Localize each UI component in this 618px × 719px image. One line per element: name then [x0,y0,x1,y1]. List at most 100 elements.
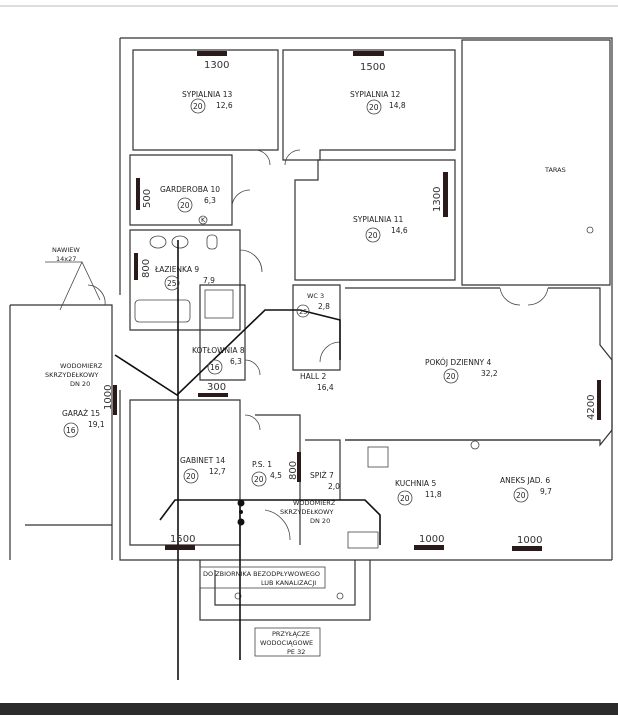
svg-text:GARDEROBA 10: GARDEROBA 10 [160,185,220,194]
dim-label: 4200 [586,395,597,420]
svg-text:KUCHNIA 5: KUCHNIA 5 [395,479,436,488]
radiator [597,380,601,420]
annotations: NAWIEW 14x27 WODOMIERZ SKRZYDEŁKOWY DN 2… [45,246,336,657]
radiator [197,51,227,56]
radiator [198,393,228,397]
room-hall-2: HALL 216,4 [300,372,334,392]
dim-label: 1000 [103,385,114,410]
dim-label: 1500 [170,534,195,545]
dim-label: 1300 [432,187,443,212]
room-gabinet-14: GABINET 14 12,7 20 [180,456,226,484]
svg-text:ŁAZIENKA 9: ŁAZIENKA 9 [154,265,199,274]
svg-text:GARAŻ 15: GARAŻ 15 [62,409,100,418]
svg-text:7,9: 7,9 [203,276,215,285]
svg-text:16,4: 16,4 [317,383,334,392]
svg-text:4,5: 4,5 [270,471,282,480]
svg-text:20: 20 [254,475,264,484]
dim-label: 1000 [419,534,444,545]
svg-text:14x27: 14x27 [56,255,76,263]
radiator [443,172,448,217]
svg-text:6,3: 6,3 [204,196,216,205]
room-lazienka-9: ŁAZIENKA 9 7,9 25 [154,265,215,291]
room-kotlownia-8: KOTŁOWNIA 8 6,3 16 [192,346,245,375]
svg-text:32,2: 32,2 [481,369,498,378]
svg-text:19,1: 19,1 [88,420,105,429]
svg-text:14,8: 14,8 [389,101,406,110]
svg-text:SKRZYDEŁKOWY: SKRZYDEŁKOWY [280,508,334,516]
room-kuchnia-5: KUCHNIA 5 11,8 20 [395,479,442,506]
svg-text:LUB KANALIZACJI: LUB KANALIZACJI [261,579,316,587]
svg-text:9,7: 9,7 [540,487,552,496]
svg-text:PRZYŁĄCZE: PRZYŁĄCZE [272,630,310,638]
svg-text:WODOCIĄGOWE: WODOCIĄGOWE [260,639,313,647]
svg-text:POKÓJ DZIENNY 4: POKÓJ DZIENNY 4 [425,358,492,367]
svg-text:DN 20: DN 20 [310,517,330,525]
svg-text:14,6: 14,6 [391,226,408,235]
walls [9,37,613,621]
svg-text:12,6: 12,6 [216,101,233,110]
svg-text:SPIŻ 7: SPIŻ 7 [310,471,334,480]
room-ps-1: P.S. 1 4,5 20 [251,460,282,487]
room-spiz-7: SPIŻ 7 2,0 [310,471,340,491]
radiator [165,545,195,550]
dim-label: 1000 [517,535,542,546]
svg-text:WODOMIERZ: WODOMIERZ [60,362,103,370]
svg-text:16: 16 [66,426,76,435]
dim-label: 800 [141,259,152,278]
svg-text:25: 25 [299,308,307,316]
svg-text:20: 20 [369,103,379,112]
svg-text:16: 16 [210,363,220,372]
room-pokoj-dzienny-4: POKÓJ DZIENNY 4 32,2 20 [425,358,498,384]
svg-text:2,0: 2,0 [328,482,340,491]
svg-text:20: 20 [446,372,456,381]
svg-text:K: K [201,216,206,224]
svg-text:12,7: 12,7 [209,467,226,476]
svg-text:20: 20 [186,472,196,481]
room-aneks-jad-6: ANEKS JAD. 6 9,7 20 [500,476,552,503]
svg-text:25: 25 [167,279,177,288]
svg-text:WODOMIERZ: WODOMIERZ [293,499,336,507]
svg-text:2,8: 2,8 [318,302,330,311]
svg-text:11,8: 11,8 [425,490,442,499]
radiator [512,546,542,551]
svg-text:SYPIALNIA 11: SYPIALNIA 11 [353,215,404,224]
svg-text:NAWIEW: NAWIEW [52,246,80,254]
svg-text:SYPIALNIA 13: SYPIALNIA 13 [182,90,233,99]
room-garaz-15: GARAŻ 15 19,1 16 [62,409,105,438]
radiator [353,51,384,56]
radiator [297,452,301,482]
svg-text:WC 3: WC 3 [307,292,324,300]
svg-text:P.S. 1: P.S. 1 [252,460,272,469]
radiator [113,385,117,415]
svg-text:DN 20: DN 20 [70,380,90,388]
scan-edge-bottom [0,703,618,715]
svg-text:SKRZYDEŁKOWY: SKRZYDEŁKOWY [45,371,99,379]
room-sypialnia-13: SYPIALNIA 13 12,6 20 [182,90,233,114]
svg-text:SYPIALNIA 12: SYPIALNIA 12 [350,90,401,99]
svg-text:GABINET 14: GABINET 14 [180,456,225,465]
svg-text:ANEKS JAD. 6: ANEKS JAD. 6 [500,476,550,485]
pipes [114,240,381,680]
dim-label: 1300 [204,60,229,71]
svg-text:20: 20 [516,491,526,500]
svg-text:KOTŁOWNIA 8: KOTŁOWNIA 8 [192,346,245,355]
room-sypialnia-12: SYPIALNIA 12 14,8 20 [350,90,406,115]
room-garderoba-10: GARDEROBA 10 6,3 20K [160,185,220,225]
radiator [136,178,140,210]
svg-text:20: 20 [400,494,410,503]
room-wc-3: WC 3 2,8 25 [296,292,330,318]
radiators [113,51,601,551]
room-labels: SYPIALNIA 13 12,6 20 SYPIALNIA 12 14,8 20 GA… [62,90,566,506]
radiator [414,545,444,550]
radiator-dimensions: 1300 1500 500 800 1300 300 4200 1000 150… [103,60,597,546]
svg-text:6,3: 6,3 [230,357,242,366]
dim-label: 500 [142,189,153,208]
radiator [134,253,138,280]
taras-label: TARAS [544,166,566,174]
dim-label: 1500 [360,62,385,73]
svg-text:20: 20 [193,102,203,111]
svg-text:20: 20 [180,201,190,210]
svg-text:DO ZBIORNIKA BEZODPŁYWOWEGO: DO ZBIORNIKA BEZODPŁYWOWEGO [203,570,320,578]
dim-label: 800 [288,461,299,480]
